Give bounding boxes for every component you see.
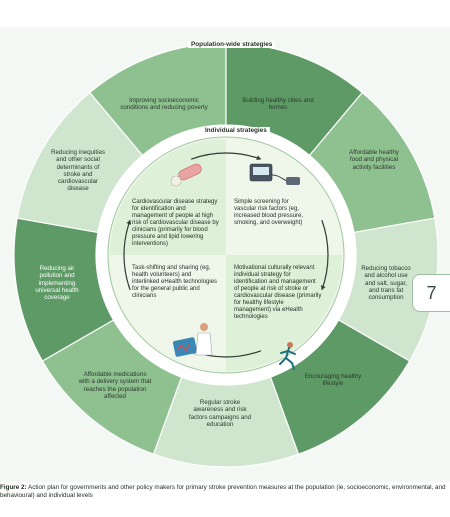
individual-strategy-cvd: Cardiovascular disease strategy for iden… [132,199,219,247]
cycle-arrow-4 [123,219,131,291]
cycle-arrowhead-4 [126,220,132,225]
population-strategy-8: Reducing air pollution and implementing … [35,265,79,302]
doctor-head-icon [200,323,208,331]
individual-strategy-task-shifting: Task-shifting and sharing (eg, health vo… [132,265,218,299]
caption-text: Action plan for governments and other po… [0,484,446,499]
monitor-cuff-icon [286,177,300,185]
strategy-wheel [13,42,439,468]
individual-ring-title: Individual strategies [202,127,270,134]
individual-strategy-screening: Simple screening for vascular risk facto… [234,199,304,226]
runner-body-icon [279,347,296,370]
individual-strategy-motivational: Motivational culturally relevant individ… [234,265,322,320]
individual-quadrant-2 [226,255,342,371]
page-number: 7 [426,282,437,303]
cycle-arrow-2 [321,219,329,291]
figure-caption: Figure 2: Action plan for governments an… [0,484,450,500]
population-strategy-1: Improving socioeconomic conditions and r… [120,97,208,112]
doctor-coat-icon [195,332,213,356]
population-strategy-3: Affordable healthy food and physical act… [349,149,399,171]
population-strategy-6: Regular stroke awareness and risk factor… [188,399,252,428]
monitor-screen-icon [253,167,269,175]
population-strategy-5: Encouraging healthy lifestyle [304,373,362,388]
pill-tablet-icon [170,175,182,187]
population-ring-title: Population-wide strategies [188,41,276,48]
population-strategy-2: Building healthy cities and homes [242,97,314,112]
population-strategy-9: Reducing inequities and other social det… [50,149,105,193]
runner-icon [287,342,293,348]
population-strategy-7: Affordable medications with a delivery s… [78,371,152,400]
cycle-arrow-1 [190,152,262,160]
diagram-frame: Population-wide strategies Individual st… [0,27,450,482]
population-strategy-4: Reducing tobacco and alcohol use and sal… [361,265,411,302]
cycle-arrowhead-1 [256,155,261,161]
page-number-tab: 7 [412,274,450,312]
caption-label: Figure 2: [0,484,27,491]
doctor-tablet-icon [172,337,198,357]
cycle-arrowhead-2 [320,285,326,290]
tablet-graph-icon [177,342,191,352]
